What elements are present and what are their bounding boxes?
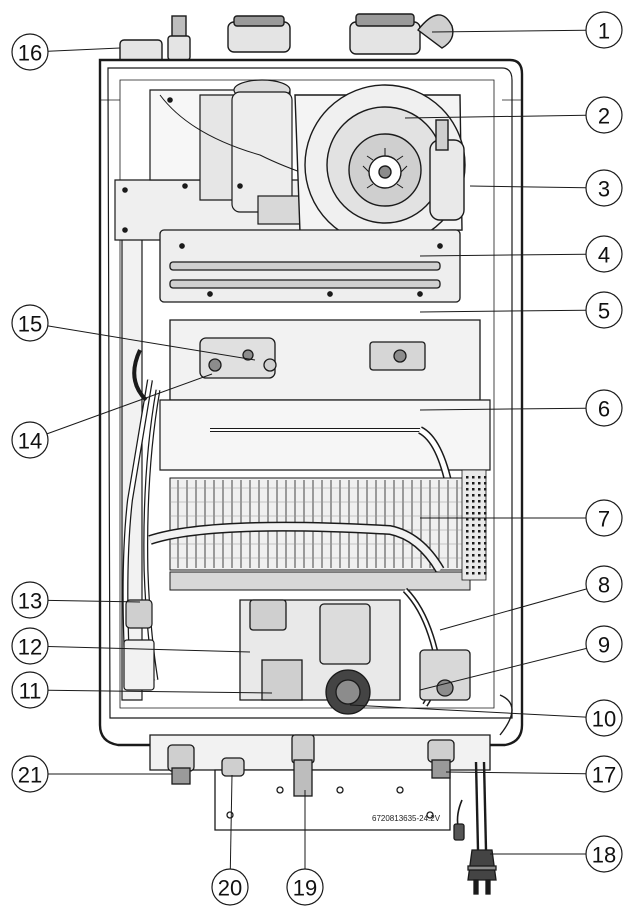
callout-number-3: 3: [598, 177, 610, 202]
callout-number-6: 6: [598, 397, 610, 422]
callout-circle-17: [585, 755, 623, 793]
callout-10: 10: [585, 699, 623, 737]
leader-line-8: [439, 588, 587, 631]
callout-circle-14: [11, 421, 49, 459]
callout-circle-20: [211, 868, 249, 906]
callout-3: 3: [585, 169, 623, 207]
callout-circle-11: [11, 671, 49, 709]
callout-number-1: 1: [598, 19, 610, 44]
leader-line-5: [419, 309, 587, 313]
leader-line-17: [445, 771, 587, 775]
fan-assembly: [294, 84, 466, 246]
leader-line-9: [419, 647, 587, 691]
callout-4: 4: [585, 235, 623, 273]
leader-line-13: [47, 599, 141, 603]
callout-circle-16: [11, 33, 49, 71]
left-pipes: [121, 229, 161, 701]
leader-line-14: [46, 373, 213, 435]
callout-circle-5: [585, 291, 623, 329]
top-flue-connectors: [119, 13, 454, 65]
callout-14: 14: [11, 421, 49, 459]
leader-line-15: [47, 325, 256, 361]
callout-number-15: 15: [18, 312, 42, 337]
callout-19: 19: [286, 868, 324, 906]
callout-circle-2: [585, 96, 623, 134]
callout-number-18: 18: [592, 843, 616, 868]
leader-line-10: [349, 704, 587, 718]
bottom-plate: [149, 694, 513, 895]
callout-circle-8: [585, 565, 623, 603]
leader-line-3: [469, 185, 587, 189]
callout-number-20: 20: [218, 876, 242, 901]
callout-circle-15: [11, 304, 49, 342]
callout-number-11: 11: [19, 679, 42, 704]
callout-circle-18: [585, 835, 623, 873]
callout-20: 20: [211, 868, 249, 906]
leader-line-4: [419, 253, 587, 257]
callout-circle-1: [585, 11, 623, 49]
callout-17: 17: [585, 755, 623, 793]
callout-number-14: 14: [18, 429, 42, 454]
leader-line-20: [229, 774, 233, 870]
heat-exchanger-middle: [159, 399, 491, 491]
callout-number-13: 13: [18, 589, 42, 614]
callout-7: 7: [585, 499, 623, 537]
callout-circle-13: [11, 581, 49, 619]
callout-1: 1: [585, 11, 623, 49]
callout-number-10: 10: [592, 707, 616, 732]
callout-number-5: 5: [598, 299, 610, 324]
callout-number-16: 16: [18, 41, 42, 66]
callout-number-2: 2: [598, 104, 610, 129]
callout-6: 6: [585, 389, 623, 427]
callout-circle-6: [585, 389, 623, 427]
callout-8: 8: [585, 565, 623, 603]
finned-heat-exchanger: [148, 477, 481, 591]
callout-circle-7: [585, 499, 623, 537]
callout-5: 5: [585, 291, 623, 329]
callout-number-7: 7: [598, 507, 610, 532]
callout-9: 9: [585, 625, 623, 663]
leader-line-11: [47, 689, 273, 694]
part-code-label: 6720813635-24.2V: [372, 814, 441, 823]
leader-line-6: [419, 407, 587, 411]
callout-number-8: 8: [598, 573, 610, 598]
burner-assembly: [159, 229, 461, 303]
callout-number-9: 9: [598, 633, 610, 658]
callout-11: 11: [11, 671, 49, 709]
callout-number-21: 21: [18, 763, 42, 788]
callout-number-17: 17: [592, 763, 616, 788]
leader-line-12: [47, 645, 251, 653]
callout-21: 21: [11, 755, 49, 793]
leader-line-1: [431, 29, 587, 33]
callout-2: 2: [585, 96, 623, 134]
callout-number-12: 12: [18, 635, 42, 660]
leader-lines: [46, 29, 587, 870]
right-vent-grille: [461, 469, 487, 581]
callout-circle-12: [11, 627, 49, 665]
callout-18: 18: [585, 835, 623, 873]
callout-number-19: 19: [293, 876, 317, 901]
callout-circle-9: [585, 625, 623, 663]
leader-line-16: [47, 47, 121, 52]
callout-16: 16: [11, 33, 49, 71]
callout-circle-19: [286, 868, 324, 906]
callout-circle-21: [11, 755, 49, 793]
callout-circle-10: [585, 699, 623, 737]
control-board: [114, 79, 431, 241]
callout-circle-3: [585, 169, 623, 207]
callout-13: 13: [11, 581, 49, 619]
callout-number-4: 4: [598, 243, 610, 268]
heat-exchanger-top: [132, 319, 481, 402]
callout-circle-4: [585, 235, 623, 273]
callout-15: 15: [11, 304, 49, 342]
leader-line-2: [404, 114, 587, 119]
callout-12: 12: [11, 627, 49, 665]
gas-valve-and-pump: [239, 587, 471, 715]
